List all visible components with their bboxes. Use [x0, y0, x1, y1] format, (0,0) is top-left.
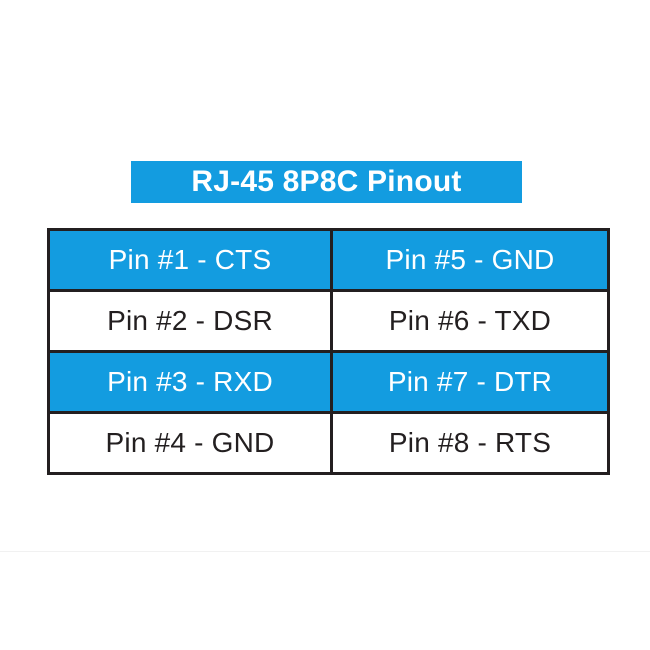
- table-row: Pin #2 - DSR Pin #6 - TXD: [47, 289, 610, 353]
- table-row: Pin #3 - RXD Pin #7 - DTR: [47, 350, 610, 414]
- page-title: RJ-45 8P8C Pinout: [191, 165, 462, 198]
- pin-cell-1: Pin #1 - CTS: [47, 228, 333, 292]
- table-row: Pin #4 - GND Pin #8 - RTS: [47, 411, 610, 475]
- pin-cell-2: Pin #2 - DSR: [47, 289, 333, 353]
- pinout-table: Pin #1 - CTS Pin #5 - GND Pin #2 - DSR P…: [47, 228, 610, 475]
- pin-cell-5: Pin #5 - GND: [330, 228, 610, 292]
- table-row: Pin #1 - CTS Pin #5 - GND: [47, 228, 610, 292]
- pin-cell-4: Pin #4 - GND: [47, 411, 333, 475]
- pin-cell-8: Pin #8 - RTS: [330, 411, 610, 475]
- pinout-table-body: Pin #1 - CTS Pin #5 - GND Pin #2 - DSR P…: [47, 228, 610, 475]
- pin-cell-7: Pin #7 - DTR: [330, 350, 610, 414]
- pin-cell-3: Pin #3 - RXD: [47, 350, 333, 414]
- bottom-divider: [0, 551, 650, 552]
- pin-cell-6: Pin #6 - TXD: [330, 289, 610, 353]
- title-banner: RJ-45 8P8C Pinout: [131, 161, 522, 203]
